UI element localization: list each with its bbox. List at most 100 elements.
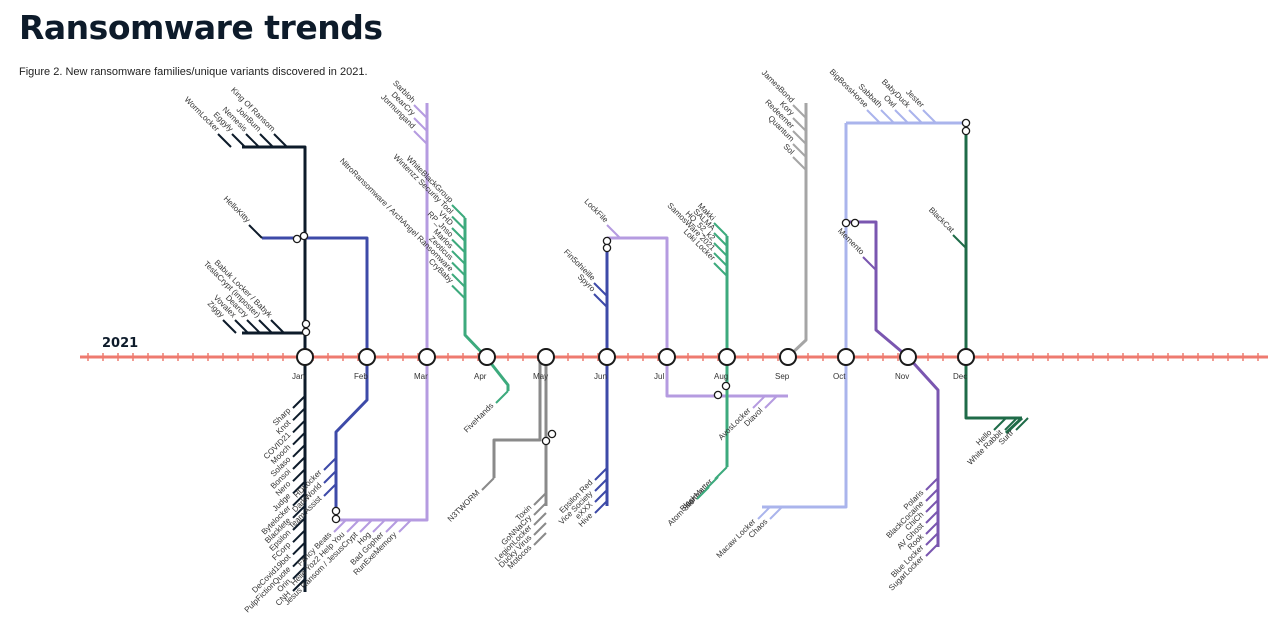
family-labels: King Of RansomJoinBumNemesisEggylyWormLo… xyxy=(183,67,1029,614)
label-stub xyxy=(234,319,249,334)
label-group-nov-up: Memento xyxy=(836,226,877,271)
station-mar xyxy=(418,348,436,366)
label-stub xyxy=(413,104,428,119)
family-label: HelloKitty xyxy=(222,194,252,224)
station-jun xyxy=(598,348,616,366)
label-stub xyxy=(594,500,608,514)
month-label-may: May xyxy=(533,372,548,381)
label-stub xyxy=(292,541,306,556)
label-stub xyxy=(451,204,466,219)
month-label-oct: Oct xyxy=(833,372,846,381)
connector-ring xyxy=(841,218,851,228)
label-stub xyxy=(451,273,466,288)
month-label-jan: Jan xyxy=(292,372,305,381)
station-oct xyxy=(837,348,855,366)
label-stub xyxy=(593,282,608,297)
label-stub xyxy=(1015,417,1029,431)
family-label: FiveHands xyxy=(462,401,495,434)
label-stub xyxy=(594,489,608,503)
connector-ring xyxy=(721,381,731,391)
label-stub xyxy=(451,238,466,254)
label-stub xyxy=(385,519,399,533)
month-label-nov: Nov xyxy=(895,372,909,381)
station-nov xyxy=(899,348,917,366)
label-stub xyxy=(952,234,967,249)
connector-ring xyxy=(602,243,612,253)
connector-ring xyxy=(301,319,311,329)
label-stub xyxy=(533,492,547,506)
family-label: Atom Silo xyxy=(666,497,697,528)
label-stub xyxy=(866,109,881,124)
label-stub xyxy=(533,502,547,516)
station-dec xyxy=(957,348,975,366)
label-stub xyxy=(451,261,466,277)
label-stub xyxy=(925,488,939,502)
label-stub xyxy=(273,133,288,148)
label-stub xyxy=(594,478,608,492)
month-label-jul: Jul xyxy=(654,372,664,381)
label-stub xyxy=(451,250,466,265)
label-stub xyxy=(894,109,909,124)
month-label-sep: Sep xyxy=(775,372,790,381)
label-stub xyxy=(792,104,807,119)
line-connectors xyxy=(292,118,971,524)
connector-ring xyxy=(713,390,723,400)
label-stub xyxy=(925,532,939,546)
family-label: Memento xyxy=(836,226,866,256)
label-stub xyxy=(323,457,337,471)
family-label: JamesBond xyxy=(760,68,796,104)
label-stub xyxy=(451,215,466,231)
label-stub xyxy=(594,467,608,481)
label-stub xyxy=(292,395,306,409)
label-stub xyxy=(372,519,386,533)
label-stub xyxy=(792,156,807,171)
label-group-jan-upper: King Of RansomJoinBumNemesisEggylyWormLo… xyxy=(183,86,288,148)
month-label-jun: Jun xyxy=(594,372,607,381)
label-stub xyxy=(259,133,274,148)
label-stub xyxy=(333,519,347,533)
oct-line-vertical xyxy=(762,123,848,509)
year-label: 2021 xyxy=(102,336,138,351)
label-stub xyxy=(925,499,939,513)
label-stub xyxy=(451,284,466,300)
mar-line xyxy=(336,103,429,522)
connector-ring xyxy=(547,429,557,439)
station-feb xyxy=(358,348,376,366)
month-label-feb: Feb xyxy=(354,372,368,381)
label-stub xyxy=(713,262,728,277)
may-line-a xyxy=(492,357,542,478)
label-stub xyxy=(696,486,710,500)
label-stub xyxy=(1004,417,1018,431)
station-may xyxy=(537,348,555,366)
month-label-mar: Mar xyxy=(414,372,428,381)
label-stub xyxy=(533,532,547,546)
label-stub xyxy=(292,444,306,458)
label-stub xyxy=(413,130,428,145)
label-group-dec-up: BlackCat xyxy=(927,205,967,249)
family-label: N3TWORM xyxy=(446,488,482,524)
label-stub xyxy=(495,390,509,404)
label-group-jan-middle: HelloKitty xyxy=(222,194,263,239)
label-stub xyxy=(346,519,360,533)
dec-line xyxy=(964,123,1022,420)
label-stub xyxy=(258,319,273,334)
label-stub xyxy=(752,395,766,409)
label-stub xyxy=(292,407,306,421)
label-stub xyxy=(248,224,263,239)
label-stub xyxy=(398,519,412,533)
connector-ring xyxy=(299,231,309,241)
family-label: BlackCat xyxy=(927,205,957,235)
connector-ring xyxy=(301,327,311,337)
label-stub xyxy=(292,456,306,470)
family-label: Wintenzz Security Tool xyxy=(391,152,455,216)
label-stub xyxy=(533,522,547,536)
label-stub xyxy=(764,395,778,409)
